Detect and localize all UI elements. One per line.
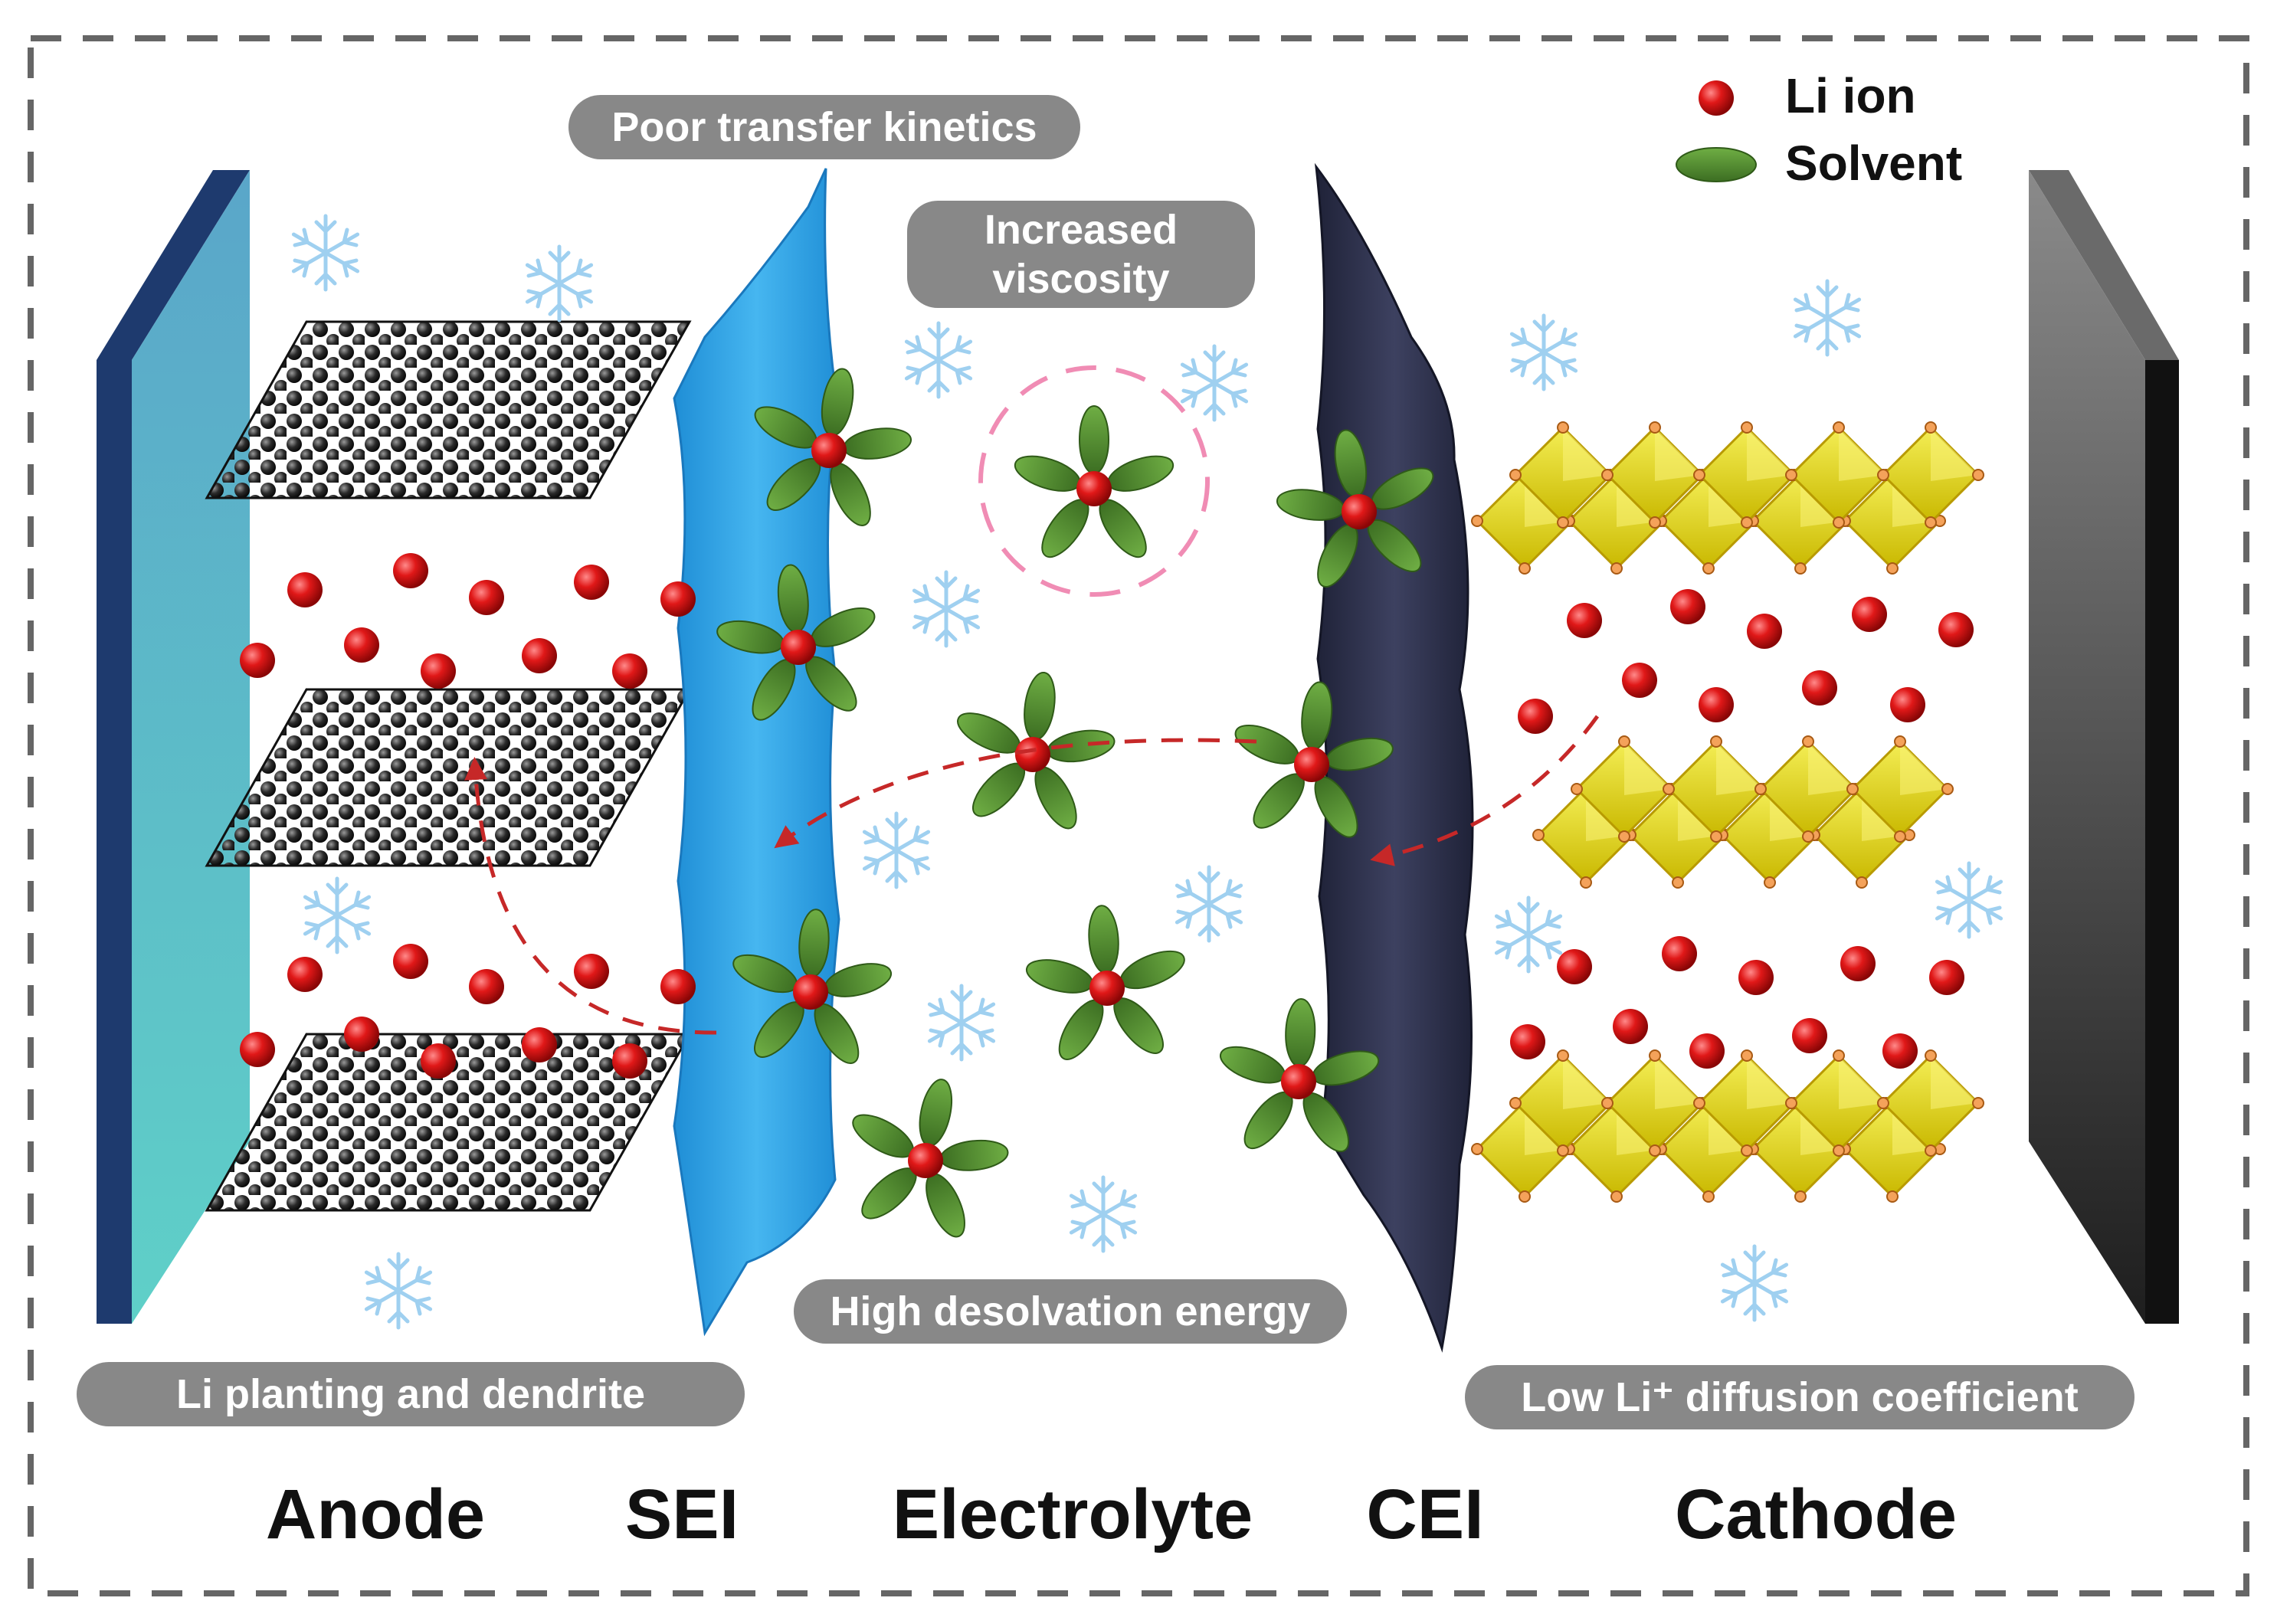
arrow-sei-into-anode <box>464 757 717 1035</box>
region-label-anode: Anode <box>265 1475 486 1554</box>
graphite-layer-middle <box>205 688 692 867</box>
arrow-cei-to-sei <box>774 738 1257 849</box>
graphite-layer-top <box>205 320 692 499</box>
callout-plating: Li planting and dendrite <box>77 1362 745 1426</box>
callout-viscosity: Increased viscosity <box>907 201 1255 308</box>
solvated-ion <box>1022 903 1191 1067</box>
callout-poor-transfer: Poor transfer kinetics <box>568 95 1080 159</box>
region-label-electrolyte: Electrolyte <box>892 1475 1253 1554</box>
region-label-cathode: Cathode <box>1675 1475 1957 1554</box>
region-label-sei: SEI <box>624 1475 739 1554</box>
cathode-crystal-layers <box>1470 421 1985 1203</box>
solvated-ion <box>951 670 1118 836</box>
highlight-circle <box>978 365 1210 597</box>
legend-li-ion-label: Li ion <box>1785 68 1916 123</box>
arrow-cathode-to-cei <box>1370 715 1600 866</box>
crystal-layer-bottom <box>1470 1049 1985 1203</box>
sei-layer <box>673 168 840 1337</box>
callout-viscosity-line1: Increased <box>984 207 1178 253</box>
region-label-cei: CEI <box>1366 1475 1484 1554</box>
transport-arrows <box>464 715 1600 1035</box>
callout-diffusion: Low Li⁺ diffusion coefficient <box>1465 1365 2134 1429</box>
cathode-plate <box>2029 170 2179 1324</box>
graphite-layers <box>205 320 692 1212</box>
callout-desolvation: High desolvation energy <box>794 1279 1347 1344</box>
legend-solvent-marker <box>1676 147 1757 182</box>
dashed-frame <box>28 35 2249 1596</box>
anode-plate <box>97 170 250 1324</box>
legend-solvent-label: Solvent <box>1785 136 1963 191</box>
solvated-ion <box>845 1076 1011 1243</box>
crystal-layer-middle <box>1532 735 1954 889</box>
crystal-layer-top <box>1470 421 1985 575</box>
callout-viscosity-line2: viscosity <box>992 256 1170 302</box>
legend-markers <box>1676 80 1757 182</box>
legend-li-ion-marker <box>1699 80 1734 116</box>
solvated-ion <box>1010 405 1178 565</box>
